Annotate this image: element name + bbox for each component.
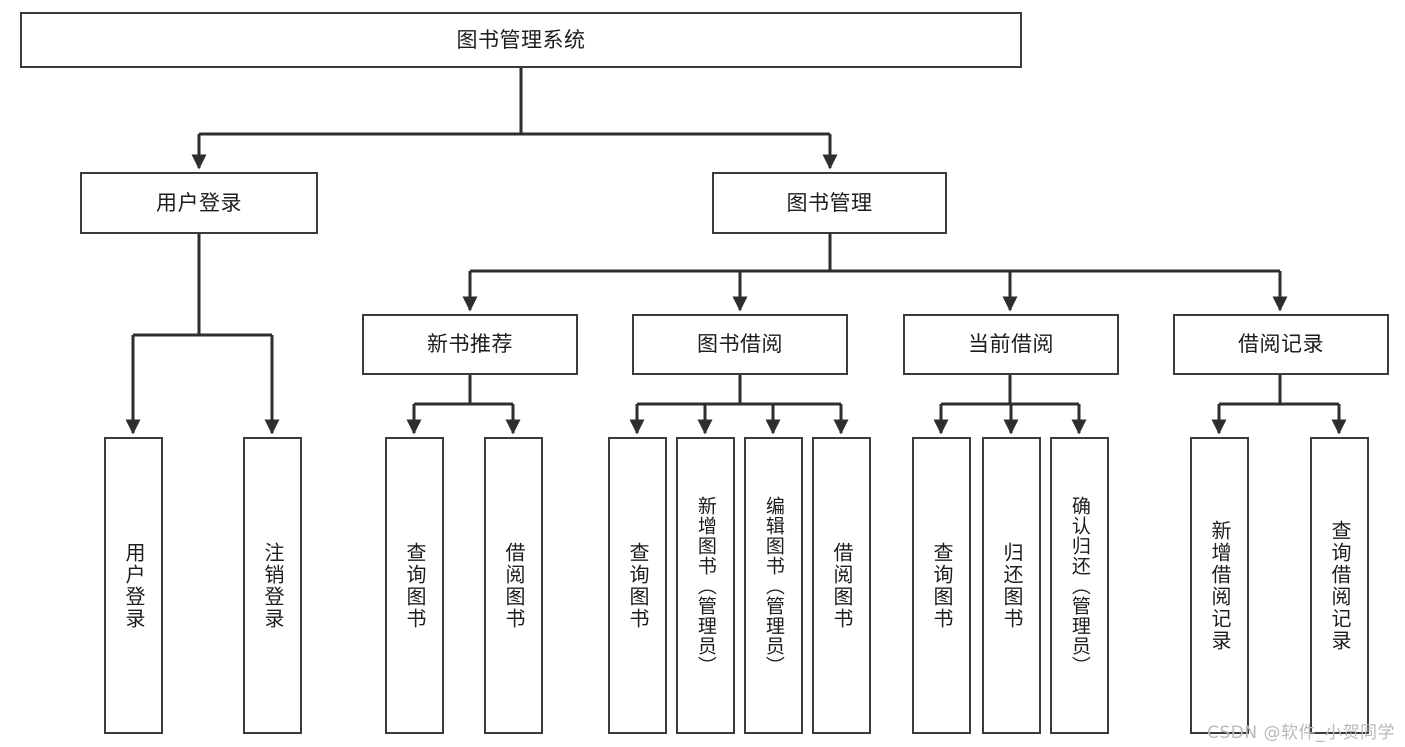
node-leaf-query-record-label: 查询借阅记录: [1328, 519, 1352, 652]
node-leaf-add-book-label: 新增图书（管理员）: [694, 495, 717, 676]
node-leaf-borrow-book-2[interactable]: 借阅图书: [812, 437, 871, 734]
node-leaf-logout-label: 注销登录: [261, 541, 285, 630]
node-leaf-borrow-book-2-label: 借阅图书: [830, 541, 854, 630]
node-book-manage[interactable]: 图书管理: [712, 172, 947, 234]
node-leaf-user-login[interactable]: 用户登录: [104, 437, 163, 734]
node-leaf-logout[interactable]: 注销登录: [243, 437, 302, 734]
node-leaf-return-book[interactable]: 归还图书: [982, 437, 1041, 734]
watermark: CSDN @软件_小贺同学: [1207, 723, 1395, 743]
node-leaf-edit-book[interactable]: 编辑图书（管理员）: [744, 437, 803, 734]
node-new-book-recommend[interactable]: 新书推荐: [362, 314, 578, 375]
node-leaf-borrow-book-1[interactable]: 借阅图书: [484, 437, 543, 734]
node-leaf-user-login-label: 用户登录: [122, 541, 146, 630]
node-leaf-query-book-3[interactable]: 查询图书: [912, 437, 971, 734]
node-borrow-record-label: 借阅记录: [1238, 332, 1324, 356]
node-user-login-label: 用户登录: [156, 190, 242, 215]
node-root-label: 图书管理系统: [456, 27, 586, 52]
node-user-login[interactable]: 用户登录: [80, 172, 318, 234]
node-book-borrow-label: 图书借阅: [697, 332, 783, 356]
node-book-borrow[interactable]: 图书借阅: [632, 314, 848, 375]
node-leaf-borrow-book-1-label: 借阅图书: [502, 541, 526, 630]
node-current-borrow-label: 当前借阅: [968, 332, 1054, 356]
node-leaf-query-book-2-label: 查询图书: [626, 541, 650, 630]
node-leaf-add-book[interactable]: 新增图书（管理员）: [676, 437, 735, 734]
node-new-book-recommend-label: 新书推荐: [427, 332, 513, 356]
node-leaf-edit-book-label: 编辑图书（管理员）: [762, 495, 785, 676]
node-leaf-query-book-2[interactable]: 查询图书: [608, 437, 667, 734]
node-leaf-return-book-label: 归还图书: [1000, 541, 1024, 630]
node-leaf-query-book-3-label: 查询图书: [930, 541, 954, 630]
node-leaf-add-record-label: 新增借阅记录: [1208, 519, 1232, 652]
node-leaf-query-book-1-label: 查询图书: [403, 541, 427, 630]
node-current-borrow[interactable]: 当前借阅: [903, 314, 1119, 375]
node-leaf-confirm-return-label: 确认归还（管理员）: [1068, 495, 1091, 676]
node-book-manage-label: 图书管理: [786, 190, 873, 215]
node-borrow-record[interactable]: 借阅记录: [1173, 314, 1389, 375]
node-leaf-query-record[interactable]: 查询借阅记录: [1310, 437, 1369, 734]
node-leaf-query-book-1[interactable]: 查询图书: [385, 437, 444, 734]
node-leaf-confirm-return[interactable]: 确认归还（管理员）: [1050, 437, 1109, 734]
node-root[interactable]: 图书管理系统: [20, 12, 1022, 68]
node-leaf-add-record[interactable]: 新增借阅记录: [1190, 437, 1249, 734]
